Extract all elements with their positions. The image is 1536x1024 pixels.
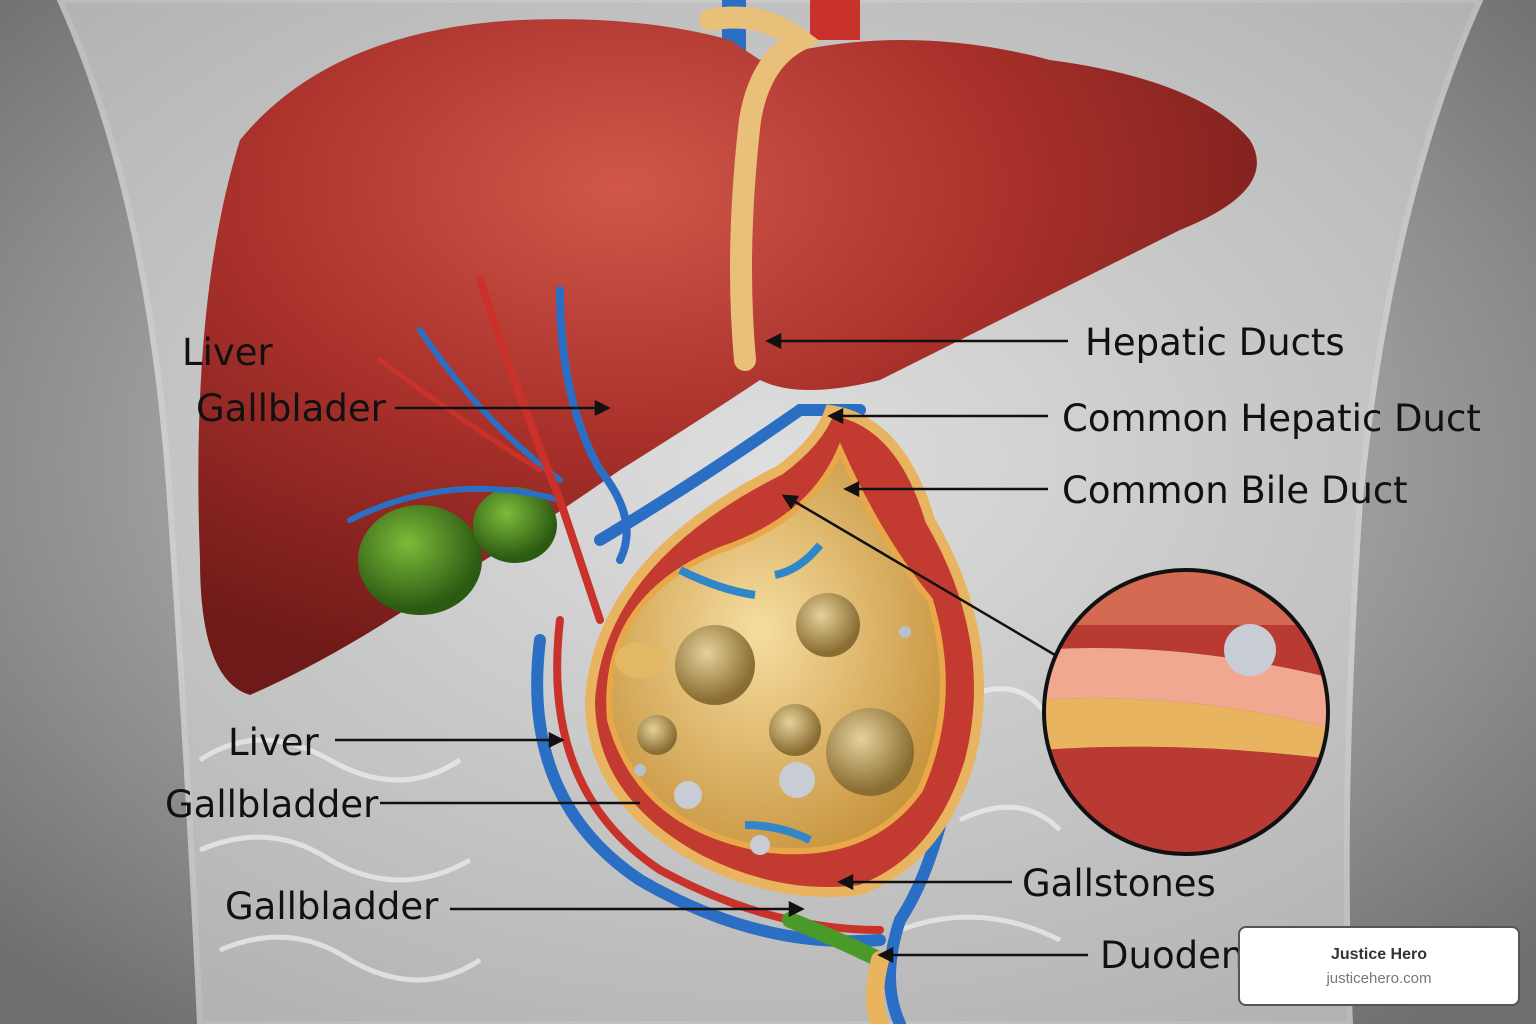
flow-arrows [678,542,824,844]
gallstones-group [634,593,914,855]
label-liver-top: Liver [182,331,273,374]
label-gallstones: Gallstones [1022,862,1216,905]
badge-url: justicehero.com [1326,970,1432,987]
label-liver-mid: Liver [228,721,319,764]
falciform-ligament [699,6,821,371]
label-gallbladder-top: Gallblader [196,387,386,430]
label-hepatic-ducts: Hepatic Ducts [1085,321,1345,364]
cystic-duct-end [615,642,665,678]
label-gallbladder-mid: Gallbladder [165,783,379,826]
inset-magnified-duct [1042,568,1330,856]
gallbladder [358,505,482,615]
watermark-badge: Justice Hero justicehero.com [1238,926,1520,1006]
label-gallbladder-bottom: Gallbladder [225,885,439,928]
label-common-bile-duct: Common Bile Duct [1062,469,1408,512]
leader-lines [335,332,1088,964]
label-duodenum: Duoden [1100,934,1245,977]
aorta [810,0,860,40]
gallbladder-neck [473,487,557,563]
label-common-hepatic-duct: Common Hepatic Duct [1062,397,1481,440]
badge-title: Justice Hero [1330,946,1428,963]
